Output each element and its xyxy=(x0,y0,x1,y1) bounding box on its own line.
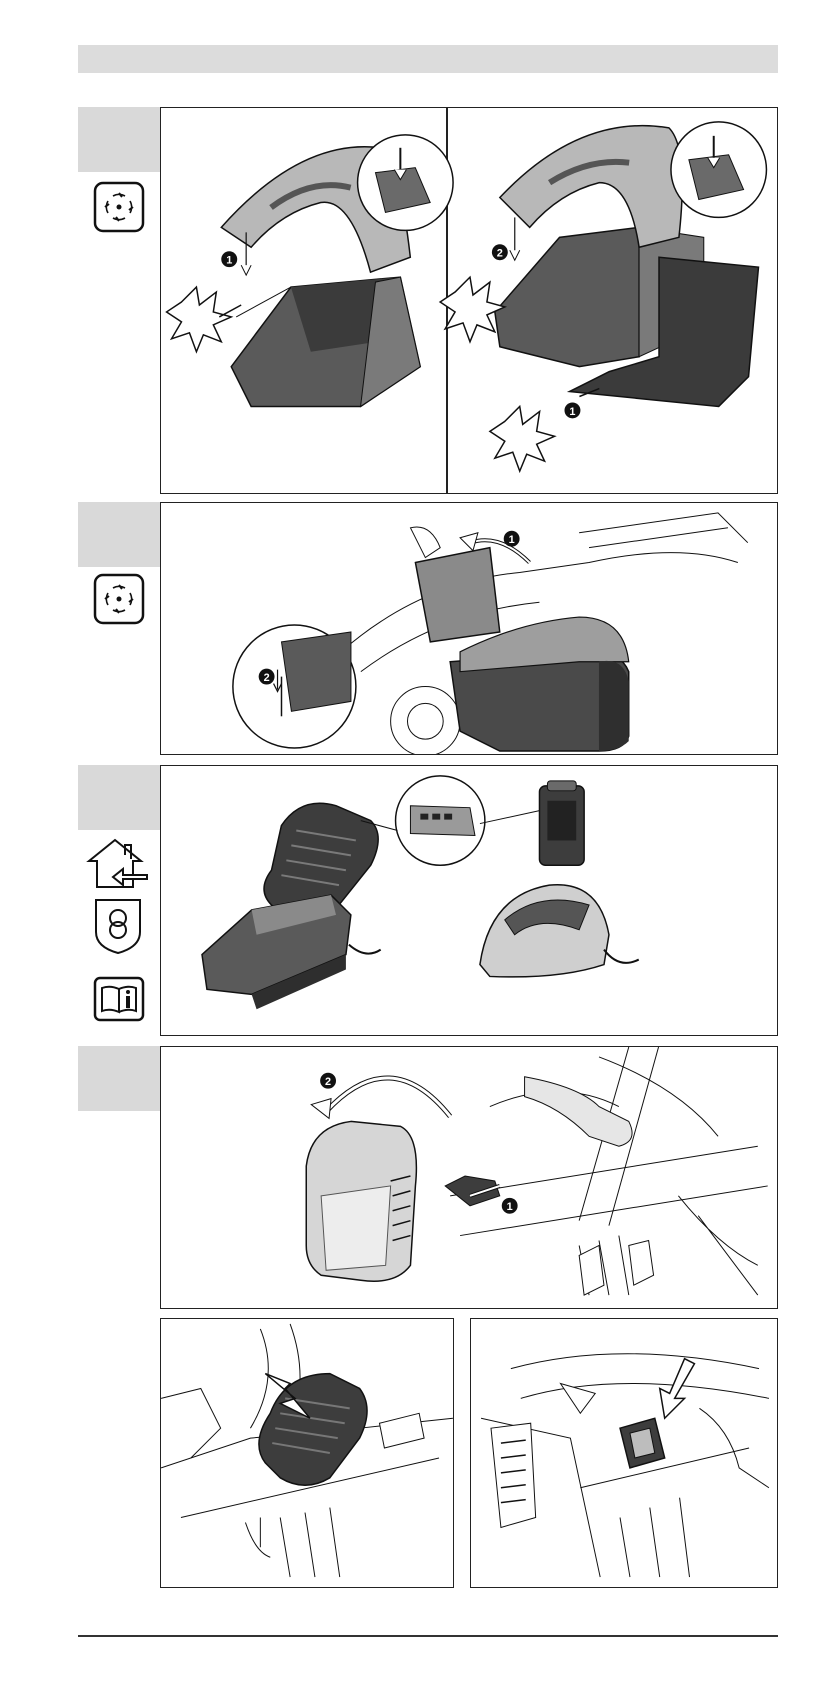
footer-line xyxy=(78,1635,778,1637)
mower-deck-outline xyxy=(450,1047,768,1295)
battery-charger-light xyxy=(480,885,639,977)
figure-4-illustration: 2 1 xyxy=(161,1047,777,1308)
blade-safety-icon xyxy=(93,181,145,233)
figure-2-illustration: 1 2 xyxy=(161,503,777,754)
figure-tab-2 xyxy=(78,502,160,567)
click-burst xyxy=(490,406,555,471)
callout-number: 1 xyxy=(509,534,515,546)
box-cover-right xyxy=(500,126,682,248)
figure-5-right-illustration xyxy=(471,1319,777,1587)
header-bar xyxy=(78,45,778,73)
double-insulation-icon xyxy=(93,897,143,955)
callout-number: 1 xyxy=(226,255,232,267)
flap-open xyxy=(410,527,499,642)
figure-tab-3 xyxy=(78,765,160,830)
figure-3-panel xyxy=(160,765,778,1036)
callout-number: 1 xyxy=(569,406,575,418)
blade-safety-icon xyxy=(93,573,145,625)
callout-number: 2 xyxy=(497,248,503,260)
figure-tab-4 xyxy=(78,1046,160,1111)
battery-charger-dark xyxy=(202,895,381,1009)
grass-box xyxy=(450,617,629,751)
figure-5-left-panel xyxy=(160,1318,454,1588)
figure-3-illustration xyxy=(161,766,777,1035)
indoor-use-icon xyxy=(85,837,151,891)
figure-2-panel: 1 2 xyxy=(160,502,778,755)
grass-box-lifted xyxy=(306,1121,416,1281)
grass-box-left xyxy=(231,277,420,406)
figure-5-right-panel xyxy=(470,1318,778,1588)
read-manual-icon xyxy=(93,976,145,1022)
click-burst xyxy=(167,287,232,352)
figure-5-left-illustration xyxy=(161,1319,453,1587)
figure-1-panel: 1 2 1 xyxy=(160,107,778,494)
grass-box-right xyxy=(495,227,759,406)
figure-4-panel: 2 1 xyxy=(160,1046,778,1309)
battery-inserting xyxy=(259,1374,367,1486)
figure-1-illustration: 1 2 1 xyxy=(161,108,777,493)
battery-slot xyxy=(620,1418,665,1468)
callout-number: 2 xyxy=(264,672,270,684)
callout-number: 2 xyxy=(325,1076,331,1088)
figure-tab-1 xyxy=(78,107,160,172)
battery-pack-upright xyxy=(539,781,584,865)
click-burst xyxy=(440,277,505,342)
callout-number: 1 xyxy=(507,1201,513,1213)
